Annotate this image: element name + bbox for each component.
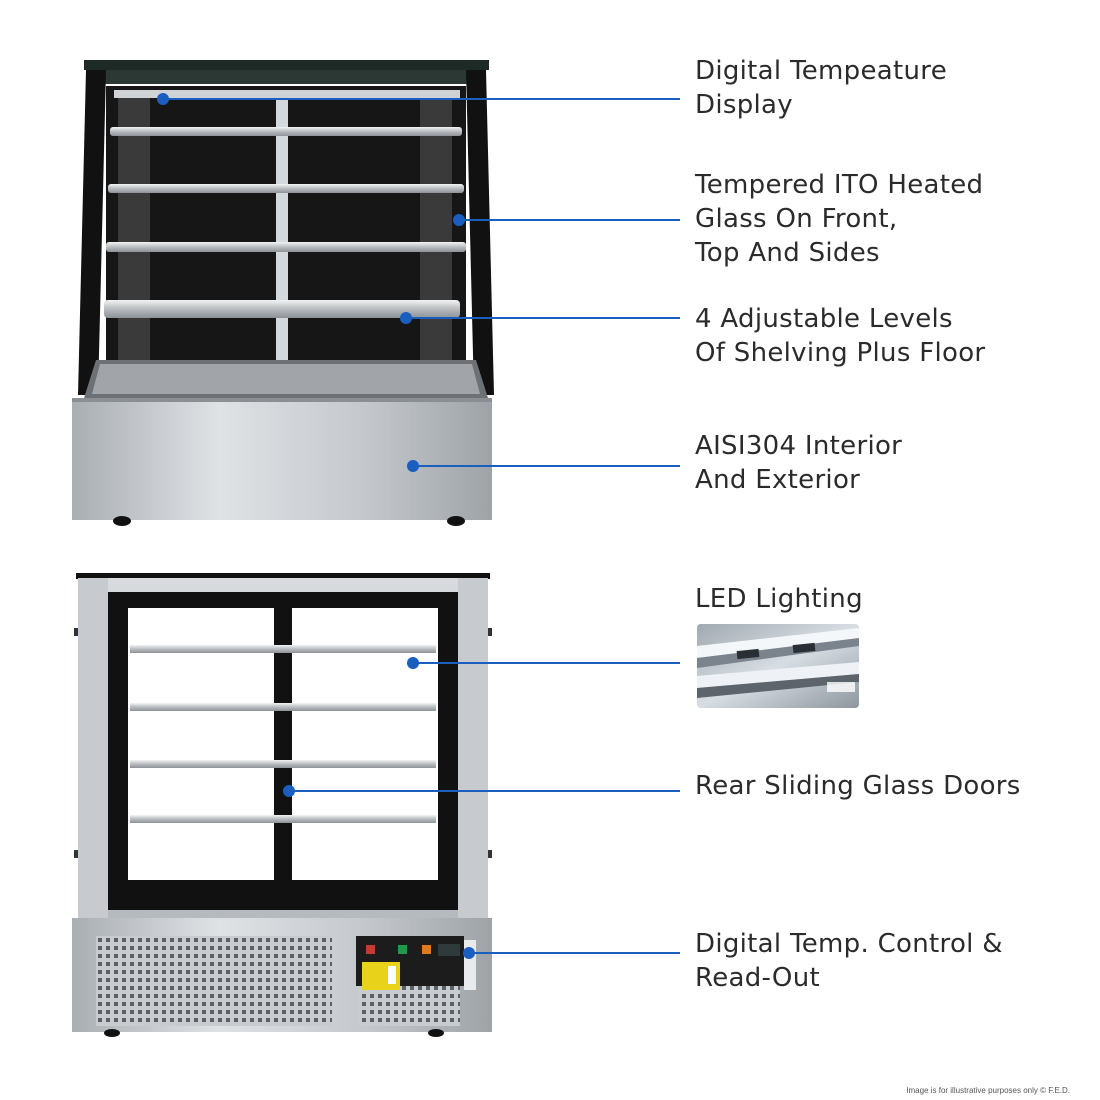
callout-dot-temp-control xyxy=(463,947,475,959)
label-line: Top And Sides xyxy=(695,238,880,268)
label-sliding-doors: Rear Sliding Glass Doors xyxy=(695,769,1021,803)
label-heated-glass: Tempered ITO Heated Glass On Front, Top … xyxy=(695,168,983,270)
label-line: Digital Temp. Control & xyxy=(695,929,1003,959)
callout-dot-led xyxy=(407,657,419,669)
callout-dot-temp-display xyxy=(157,93,169,105)
callout-dot-stainless xyxy=(407,460,419,472)
callout-dots xyxy=(157,93,475,959)
label-line: LED Lighting xyxy=(695,584,863,614)
label-led: LED Lighting xyxy=(695,582,863,616)
label-line: Rear Sliding Glass Doors xyxy=(695,771,1021,801)
callout-dot-heated-glass xyxy=(453,214,465,226)
label-line: AISI304 Interior xyxy=(695,431,903,461)
rear-cabinet xyxy=(72,573,492,1037)
callout-dot-shelving xyxy=(400,312,412,324)
label-shelving: 4 Adjustable Levels Of Shelving Plus Flo… xyxy=(695,302,985,370)
led-lighting-photo xyxy=(697,624,859,708)
label-line: Read-Out xyxy=(695,963,820,993)
label-line: Tempered ITO Heated xyxy=(695,170,984,200)
label-line: Glass On Front, xyxy=(695,204,898,234)
label-line: Digital Tempeature xyxy=(695,56,947,86)
label-line: Display xyxy=(695,90,793,120)
front-cabinet xyxy=(72,60,494,526)
label-line: 4 Adjustable Levels xyxy=(695,304,953,334)
disclaimer: Image is for illustrative purposes only … xyxy=(906,1086,1070,1095)
callout-lines xyxy=(163,98,680,954)
label-temp-control: Digital Temp. Control & Read-Out xyxy=(695,927,1003,995)
label-temp-display: Digital Tempeature Display xyxy=(695,54,947,122)
label-line: Of Shelving Plus Floor xyxy=(695,338,986,368)
label-line: And Exterior xyxy=(695,465,861,495)
label-stainless: AISI304 Interior And Exterior xyxy=(695,429,902,497)
callout-dot-sliding-doors xyxy=(283,785,295,797)
